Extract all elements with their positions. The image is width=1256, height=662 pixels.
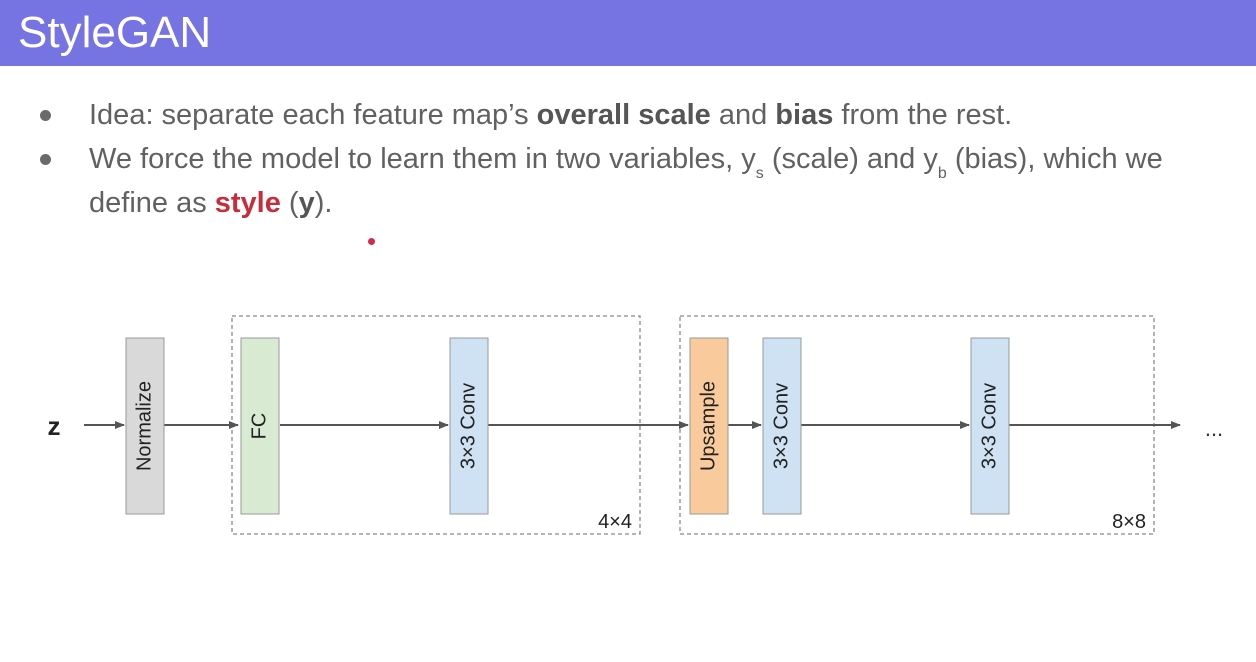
conv-label: 3×3 Conv xyxy=(457,383,479,469)
bullet-item-idea: Idea: separate each feature map’s overal… xyxy=(36,93,1236,137)
bullet-bold-text: bias xyxy=(775,99,834,131)
slide-title: StyleGAN xyxy=(18,8,212,57)
bullet-text: ). xyxy=(314,187,333,219)
continuation-ellipsis: ... xyxy=(1205,416,1223,441)
title-bar: StyleGAN xyxy=(0,0,1256,66)
style-highlight: style xyxy=(214,187,281,219)
normalize-block: Normalize xyxy=(125,337,165,515)
conv-block-4x4: 3×3 Conv xyxy=(449,337,489,515)
bullet-text: We force the model to learn them in two … xyxy=(89,143,756,175)
conv-label: 3×3 Conv xyxy=(978,383,1000,469)
subscript-b: b xyxy=(937,165,947,182)
bullet-dot-icon xyxy=(40,154,51,165)
bullet-text: and xyxy=(710,99,776,131)
bullet-list: Idea: separate each feature map’s overal… xyxy=(36,93,1236,225)
subscript-s: s xyxy=(755,165,764,182)
conv-block-8x8-b: 3×3 Conv xyxy=(970,337,1010,515)
conv-block-8x8-a: 3×3 Conv xyxy=(762,337,802,515)
bullet-item-variables: We force the model to learn them in two … xyxy=(36,137,1236,225)
upsample-label: Upsample xyxy=(697,381,719,471)
bullet-dot-icon xyxy=(40,110,51,121)
upsample-block: Upsample xyxy=(689,337,729,515)
conv-label: 3×3 Conv xyxy=(770,383,792,469)
bullet-text: ( xyxy=(280,187,299,219)
pointer-dot xyxy=(368,238,375,245)
bullet-bold-text: y xyxy=(298,187,315,219)
bullet-bold-text: overall scale xyxy=(536,99,711,131)
input-z-label: z xyxy=(48,411,61,441)
resolution-label-4x4: 4×4 xyxy=(598,511,632,533)
bullet-text: (scale) and y xyxy=(763,143,938,175)
normalize-label: Normalize xyxy=(133,381,155,471)
resolution-label-8x8: 8×8 xyxy=(1112,511,1146,533)
fc-label: FC xyxy=(248,413,270,440)
bullet-text: Idea: separate each feature map’s xyxy=(89,99,537,131)
bullet-text: (bias), which we define as xyxy=(89,143,1163,219)
fc-block: FC xyxy=(240,337,280,515)
bullet-text: from the rest. xyxy=(833,99,1013,131)
